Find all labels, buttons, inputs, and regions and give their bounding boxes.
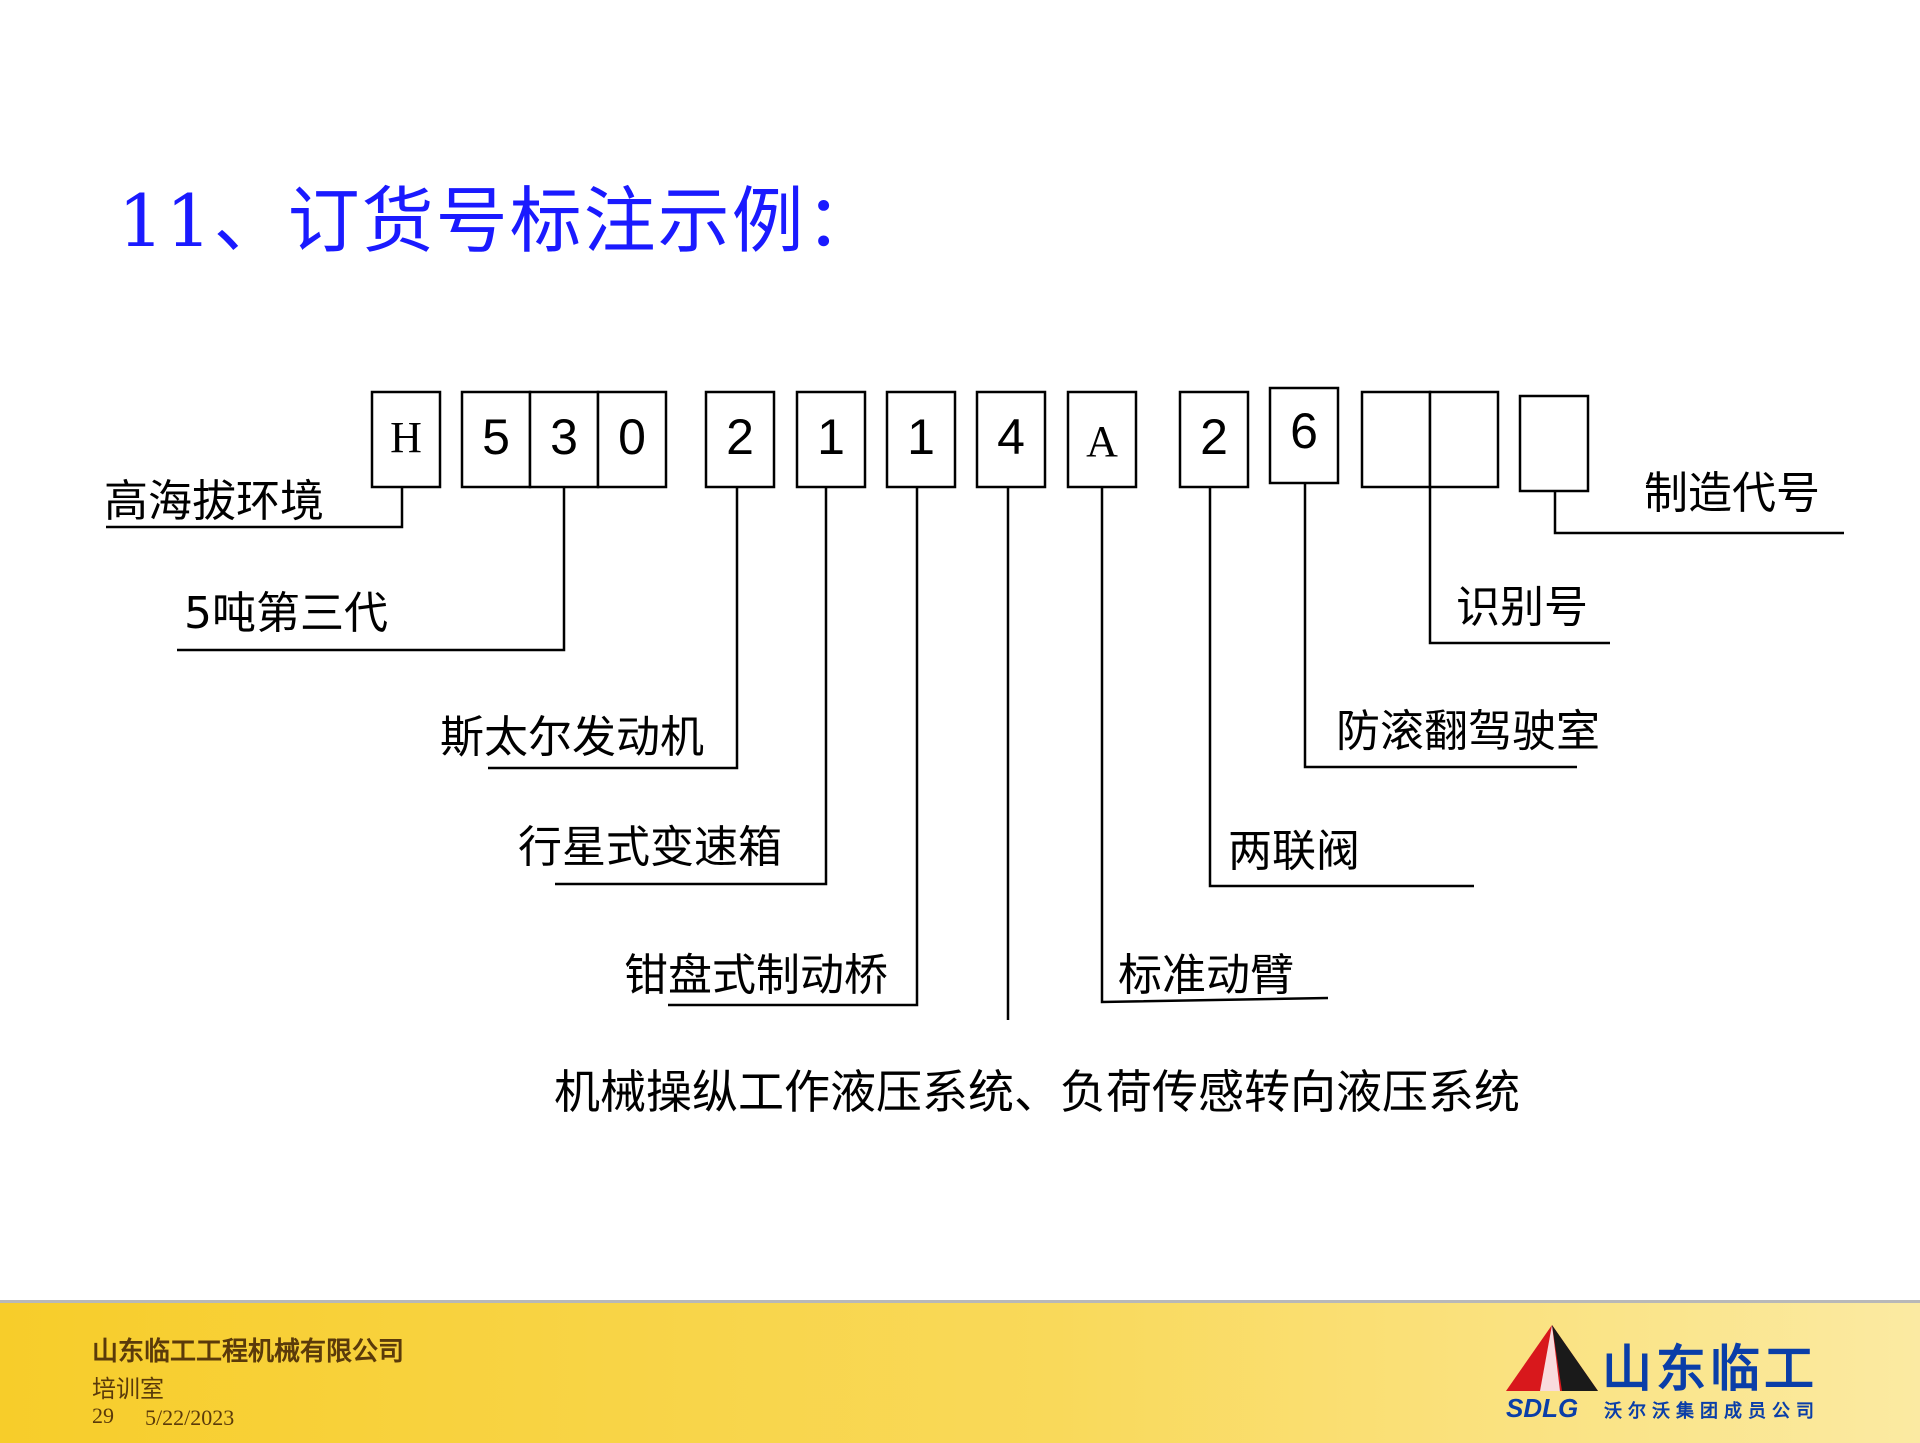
- label-manufacturing-code: 制造代号: [1644, 468, 1820, 519]
- code-char-11: 6: [1290, 403, 1318, 459]
- leader-valve: [1208, 487, 1474, 888]
- code-box-14: [1518, 394, 1590, 493]
- code-char-2: 5: [482, 409, 510, 465]
- label-planetary-gearbox: 行星式变速箱: [518, 822, 782, 873]
- leader-cab: [1303, 483, 1577, 769]
- label-standard-boom: 标准动臂: [1118, 950, 1294, 1001]
- footer-department: 培训室: [92, 1375, 164, 1403]
- code-characters: H 5 3 0 2 1 1 4 A 2 6: [390, 403, 1318, 466]
- page-title: 11、订货号标注示例：: [118, 179, 880, 263]
- code-box-4: [596, 390, 668, 489]
- label-high-altitude: 高海拔环境: [104, 476, 324, 527]
- code-char-1: H: [390, 413, 422, 462]
- label-identification-number: 识别号: [1456, 582, 1588, 633]
- label-caliper-brake-axle: 钳盘式制动桥: [624, 950, 888, 1001]
- order-code-diagram: H 5 3 0 2 1 1 4 A 2 6 高海拔环境 5吨第三代 斯太尔发动机…: [104, 386, 1844, 1119]
- code-box-6: [795, 390, 867, 489]
- code-box-12: [1360, 390, 1432, 489]
- code-boxes: [370, 386, 1590, 493]
- footer-company: 山东临工工程机械有限公司: [92, 1337, 405, 1367]
- company-logo: 山东临工 SDLG 沃尔沃集团成员公司: [1500, 1323, 1860, 1433]
- logo-abbreviation: SDLG: [1506, 1393, 1579, 1423]
- code-char-6: 1: [817, 409, 845, 465]
- code-box-10: [1178, 390, 1250, 489]
- code-box-5: [704, 390, 776, 489]
- code-box-8: [975, 390, 1047, 489]
- code-box-9: [1066, 390, 1138, 489]
- label-steyr-engine: 斯太尔发动机: [440, 712, 704, 763]
- label-hydraulic-system: 机械操纵工作液压系统、负荷传感转向液压系统: [554, 1065, 1520, 1119]
- leader-manufacturing: [1553, 491, 1844, 535]
- labels: 高海拔环境 5吨第三代 斯太尔发动机 行星式变速箱 钳盘式制动桥 机械操纵工作液…: [104, 468, 1820, 1119]
- logo-subtitle: 沃尔沃集团成员公司: [1604, 1401, 1820, 1422]
- leader-lines: [106, 483, 1844, 1020]
- code-char-4: 0: [618, 409, 646, 465]
- code-box-3: [528, 390, 600, 489]
- code-char-7: 1: [907, 409, 935, 465]
- logo-triangle-icon: [1506, 1325, 1598, 1391]
- footer-date: 5/22/2023: [145, 1405, 235, 1430]
- code-box-1: [370, 390, 442, 489]
- leader-identification: [1428, 487, 1610, 645]
- code-char-10: 2: [1200, 409, 1228, 465]
- leader-five-ton: [177, 487, 566, 652]
- leader-high-altitude: [106, 487, 404, 529]
- code-box-7: [885, 390, 957, 489]
- code-char-9: A: [1086, 417, 1118, 466]
- leader-engine: [488, 487, 739, 770]
- leader-brake-axle: [668, 487, 919, 1007]
- code-char-5: 2: [726, 409, 754, 465]
- leader-gearbox: [555, 487, 828, 886]
- footer-bar: 山东临工工程机械有限公司 培训室 29 5/22/2023 山东临工 SDLG …: [0, 1300, 1920, 1443]
- label-two-way-valve: 两联阀: [1228, 826, 1360, 877]
- code-box-2: [460, 390, 532, 489]
- label-rops-cab: 防滚翻驾驶室: [1336, 706, 1600, 757]
- code-box-13: [1428, 390, 1500, 489]
- logo-chinese-text: 山东临工: [1602, 1340, 1818, 1398]
- code-char-3: 3: [550, 409, 578, 465]
- footer-page-number: 29: [92, 1403, 114, 1428]
- label-five-ton-third-gen: 5吨第三代: [184, 588, 388, 639]
- leader-boom: [1100, 487, 1329, 1004]
- code-char-8: 4: [997, 409, 1025, 465]
